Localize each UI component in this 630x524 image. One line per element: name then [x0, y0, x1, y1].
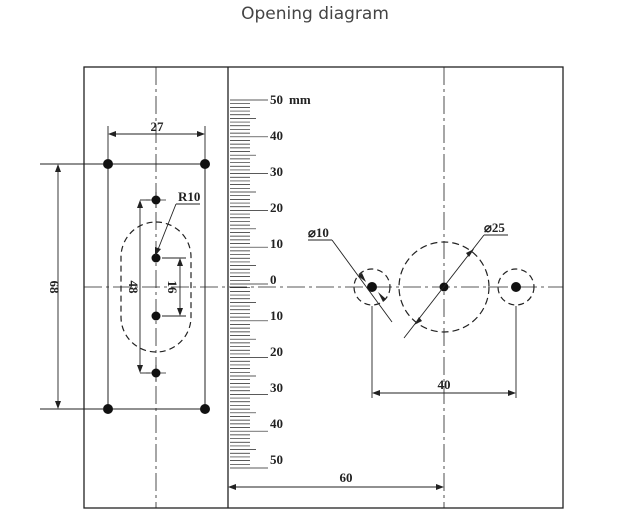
- dim-16: [162, 257, 186, 317]
- dim-40: [371, 306, 517, 398]
- ruler-label-20-top: 20: [270, 200, 283, 215]
- ruler-label-50-bottom: 50: [270, 452, 283, 467]
- dim-68: [40, 163, 104, 410]
- ruler-label-10-bottom: 10: [270, 308, 283, 323]
- dim-16-label: 16: [165, 281, 180, 295]
- ruler-label-50-top: 50: [270, 92, 283, 107]
- diagram-title: Opening diagram: [241, 4, 389, 24]
- dim-68-label: 68: [47, 281, 62, 295]
- ruler-scale: [230, 99, 268, 469]
- right-holes: [353, 241, 535, 333]
- dim-60-label: 60: [340, 470, 353, 485]
- dim-40-label: 40: [438, 377, 451, 392]
- dim-48-label: 48: [126, 281, 141, 295]
- dia25-leader: [403, 234, 508, 339]
- dim-27-label: 27: [151, 119, 165, 134]
- slot-holes: [146, 192, 166, 381]
- dim-60: [228, 484, 444, 490]
- slot-outline: [120, 221, 192, 353]
- dia25-label: ⌀25: [484, 220, 505, 235]
- plate-outline: [83, 66, 564, 509]
- ruler-label-30-top: 30: [270, 164, 283, 179]
- dim-48: [137, 199, 150, 374]
- ruler-labels: 50 mm 40 30 20 10 0 10 20 30 40 50: [270, 92, 311, 467]
- small-hole-right-outline: [497, 268, 535, 306]
- mounting-rectangle: [107, 163, 206, 410]
- corner-holes: [103, 159, 210, 414]
- dia10-label: ⌀10: [308, 225, 329, 240]
- ruler-label-0: 0: [270, 272, 277, 287]
- ruler-label-40-bottom: 40: [270, 416, 283, 431]
- large-hole-outline: [398, 241, 490, 333]
- ruler-label-20-bottom: 20: [270, 344, 283, 359]
- ruler-label-10-top: 10: [270, 236, 283, 251]
- small-hole-left-outline: [353, 268, 391, 306]
- ruler-label-30-bottom: 30: [270, 380, 283, 395]
- ruler-label-40-top: 40: [270, 128, 283, 143]
- ruler-unit: mm: [289, 92, 311, 107]
- r10-label: R10: [178, 189, 200, 204]
- r10-leader: [155, 203, 200, 256]
- dia10-leader: [308, 239, 393, 323]
- dim-27: [107, 126, 206, 160]
